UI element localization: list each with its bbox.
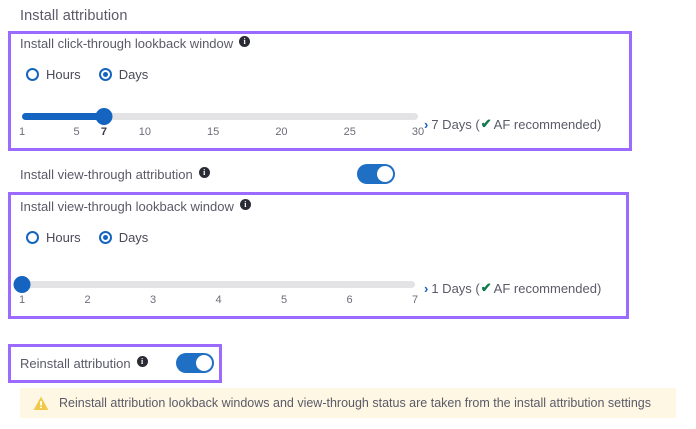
radio-option-hours[interactable]: Hours: [26, 230, 81, 245]
view-through-value-text: 1 Days (: [431, 280, 480, 296]
click-through-slider-value: › 7 Days ( ✔ AF recommended): [424, 116, 601, 132]
slider-tick-label: 5: [73, 126, 80, 138]
radio-option-hours[interactable]: Hours: [26, 67, 81, 82]
slider-tick-label: 7: [100, 126, 107, 138]
click-through-recommend-text: AF recommended): [493, 116, 602, 132]
slider-tick-label: 6: [346, 294, 353, 306]
view-through-attribution-label-text: Install view-through attribution: [20, 167, 193, 182]
view-through-lookback-label: Install view-through lookback window i: [20, 199, 251, 214]
radio-label-days: Days: [118, 230, 149, 245]
info-icon[interactable]: i: [198, 167, 210, 178]
info-icon[interactable]: i: [239, 36, 251, 47]
toggle-knob: [377, 166, 393, 182]
view-through-recommend-text: AF recommended): [493, 280, 602, 296]
slider-track[interactable]: [22, 113, 418, 120]
check-icon: ✔: [480, 280, 492, 295]
view-through-attribution-label: Install view-through attribution i: [20, 167, 210, 182]
click-through-lookback-highlight-box: [8, 31, 632, 151]
slider-tick-label: 30: [411, 126, 425, 138]
reinstall-attribution-label: Reinstall attribution i: [20, 356, 148, 371]
slider-tick-label: 25: [343, 126, 356, 138]
chevron-right-icon: ›: [424, 116, 429, 132]
slider-tick-label: 10: [138, 126, 152, 138]
radio-circle-selected-icon[interactable]: [98, 68, 112, 81]
slider-tick-label: 1: [18, 294, 26, 306]
radio-label-hours: Hours: [46, 230, 81, 245]
radio-label-hours: Hours: [46, 67, 81, 82]
click-through-lookback-label: Install click-through lookback window i: [20, 36, 251, 51]
reinstall-attribution-label-text: Reinstall attribution: [20, 356, 131, 371]
chevron-right-icon: ›: [424, 280, 429, 296]
slider-tick-label: 7: [411, 294, 419, 306]
page-title: Install attribution: [20, 8, 128, 24]
slider-tick-label: 3: [149, 294, 157, 306]
radio-circle-icon[interactable]: [26, 68, 39, 81]
warning-triangle-icon: [33, 396, 49, 410]
view-through-lookback-highlight-box: [8, 192, 629, 319]
view-through-slider-value: › 1 Days ( ✔ AF recommended): [424, 280, 601, 296]
click-through-lookback-label-text: Install click-through lookback window: [20, 36, 234, 51]
click-through-unit-radio-group[interactable]: Hours Days: [26, 67, 148, 82]
radio-circle-selected-icon[interactable]: [98, 231, 112, 244]
radio-circle-icon[interactable]: [26, 231, 39, 244]
toggle-knob: [196, 355, 212, 371]
view-through-unit-radio-group[interactable]: Hours Days: [26, 230, 148, 245]
slider-fill: [22, 113, 104, 120]
radio-option-days[interactable]: Days: [98, 230, 149, 245]
slider-thumb[interactable]: [13, 276, 31, 293]
slider-tick-label: 5: [280, 294, 288, 306]
slider-track[interactable]: [22, 281, 415, 288]
reinstall-attribution-toggle[interactable]: [176, 353, 214, 373]
radio-option-days[interactable]: Days: [98, 67, 149, 82]
info-icon[interactable]: i: [136, 356, 148, 367]
click-through-value-text: 7 Days (: [431, 116, 480, 132]
warning-text: Reinstall attribution lookback windows a…: [59, 396, 651, 410]
slider-tick-label: 20: [275, 126, 288, 138]
slider-thumb[interactable]: [95, 108, 113, 125]
info-icon[interactable]: i: [239, 199, 251, 210]
warning-banner: Reinstall attribution lookback windows a…: [20, 388, 676, 418]
radio-label-days: Days: [118, 67, 149, 82]
slider-tick-label: 15: [207, 126, 220, 138]
view-through-lookback-label-text: Install view-through lookback window: [20, 199, 234, 214]
check-icon: ✔: [480, 116, 492, 131]
slider-tick-label: 1: [18, 126, 26, 138]
slider-tick-label: 4: [215, 294, 222, 306]
view-through-attribution-toggle[interactable]: [357, 164, 395, 184]
slider-tick-label: 2: [84, 294, 91, 306]
